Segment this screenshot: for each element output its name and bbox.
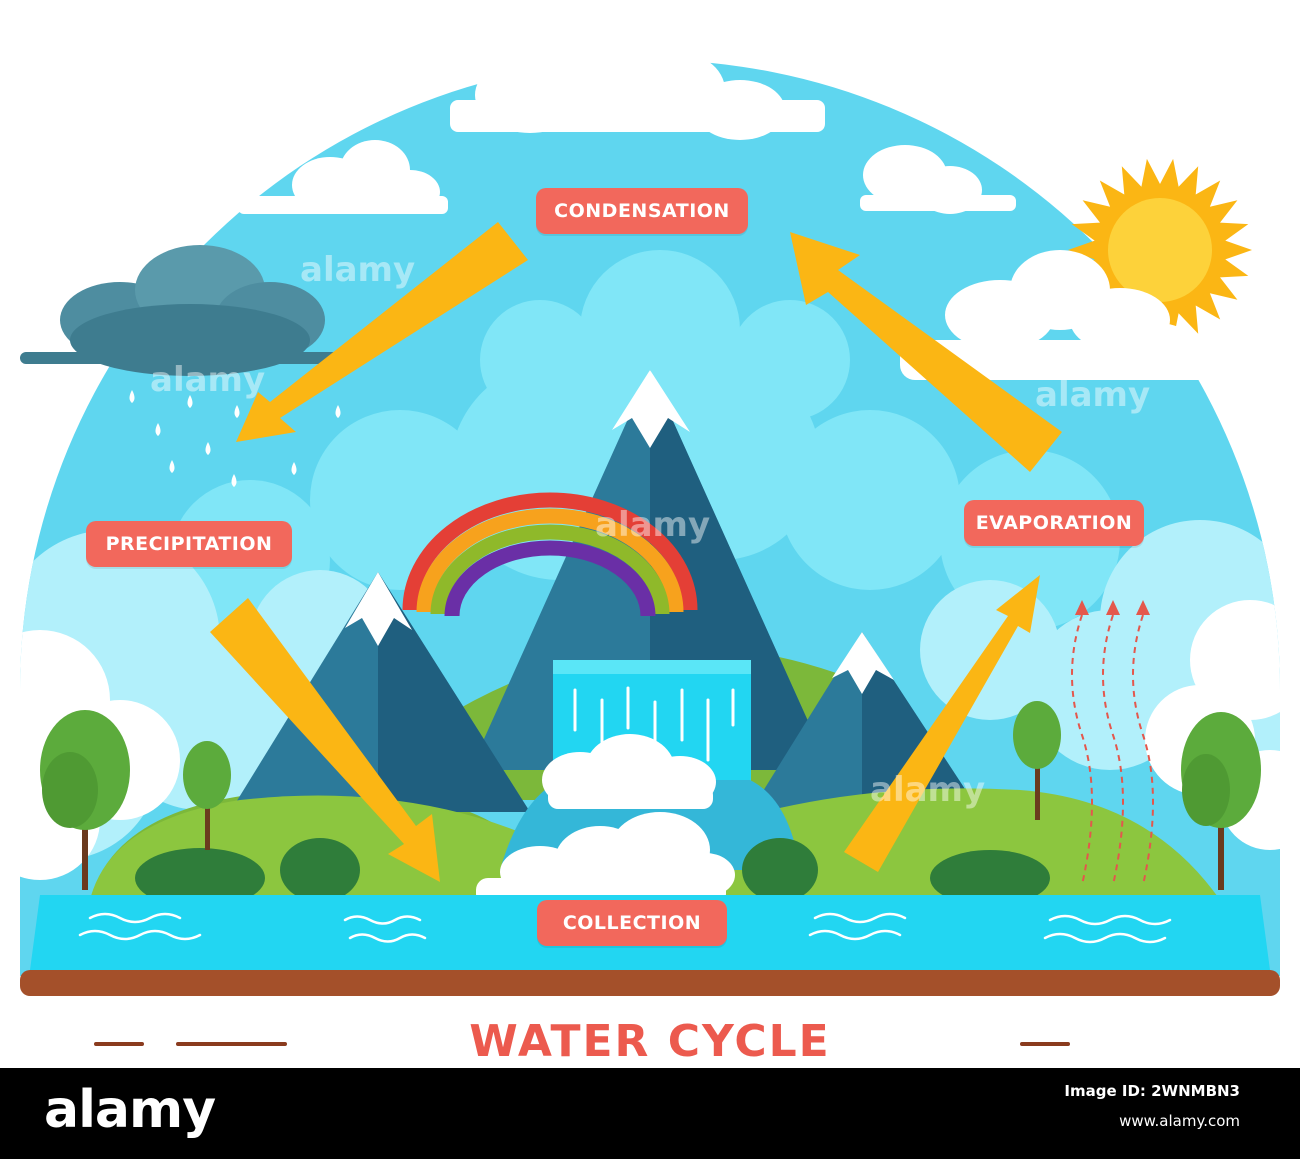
watermark-footer	[0, 1068, 1300, 1159]
cloud-icon	[238, 140, 448, 214]
rain-cloud-icon	[20, 245, 350, 487]
cloud-icon	[900, 250, 1230, 380]
watermark-url: www.alamy.com	[1119, 1112, 1240, 1130]
stage-label-condensation: CONDENSATION	[536, 188, 748, 234]
stage-label-precipitation: PRECIPITATION	[86, 521, 292, 567]
cloud-icon	[450, 20, 825, 140]
ground	[20, 970, 1280, 996]
cloud-icon	[860, 145, 1016, 214]
image-id: Image ID: 2WNMBN3	[1064, 1082, 1240, 1100]
stage-label-evaporation: EVAPORATION	[964, 500, 1144, 546]
arrow-icon	[210, 222, 1062, 882]
vapor-arrows	[1071, 600, 1154, 886]
stage-label-collection: COLLECTION	[537, 900, 727, 946]
watermark-logo: alamy	[44, 1080, 216, 1140]
tree-icon	[40, 701, 1261, 890]
water-cycle-illustration	[20, 20, 1280, 996]
title-dashes	[94, 1042, 1070, 1046]
bush-icon	[135, 838, 1050, 908]
rainbow-icon	[402, 492, 698, 617]
diagram-title: WATER CYCLE	[469, 1016, 831, 1067]
